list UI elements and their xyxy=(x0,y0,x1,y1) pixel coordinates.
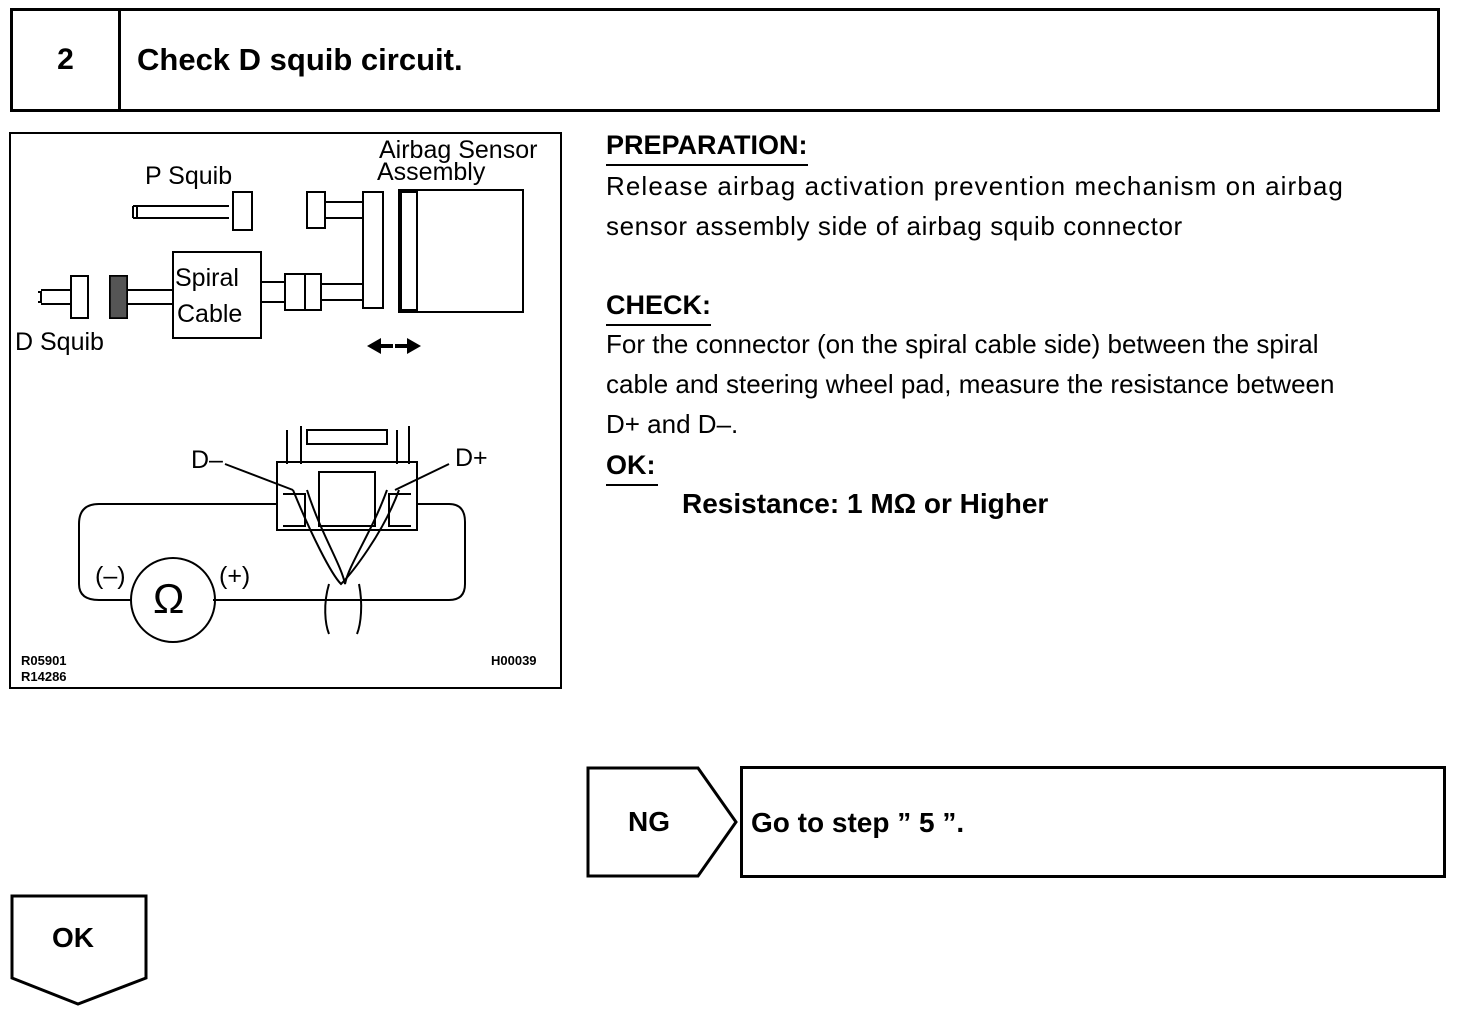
ok-down-arrow-icon xyxy=(10,894,148,1006)
plus-terminal-label: (+) xyxy=(219,562,251,590)
ng-arrow-icon xyxy=(586,766,738,878)
preparation-line-1: Release airbag activation prevention mec… xyxy=(606,171,1344,201)
ok-arrow-box: OK xyxy=(10,894,148,1006)
figure-code-2: R14286 xyxy=(21,669,67,684)
ng-arrow-box: NG xyxy=(586,766,740,878)
check-line-3: D+ and D–. xyxy=(606,409,739,439)
check-line-1: For the connector (on the spiral cable s… xyxy=(606,329,1319,359)
figure-code-1: R05901 xyxy=(21,653,67,668)
circuit-figure: Airbag Sensor Assembly P Squib Spiral Ca… xyxy=(9,132,562,689)
assembly-label: Assembly xyxy=(377,158,486,186)
figure-code-3: H00039 xyxy=(491,653,537,668)
ng-result-box: Go to step ” 5 ”. xyxy=(740,766,1446,878)
check-heading: CHECK: xyxy=(606,292,711,326)
d-plus-label: D+ xyxy=(455,444,488,472)
ohm-icon: Ω xyxy=(153,575,185,622)
connector-diagram xyxy=(38,189,524,643)
p-squib-label: P Squib xyxy=(145,162,233,190)
ok-heading: OK: xyxy=(606,452,658,486)
ng-result-text: Go to step ” 5 ”. xyxy=(751,807,965,838)
airbag-sensor-label: Airbag Sensor xyxy=(379,136,538,164)
step-header: 2 Check D squib circuit. xyxy=(10,8,1440,112)
preparation-heading: PREPARATION: xyxy=(606,132,808,166)
preparation-line-2: sensor assembly side of airbag squib con… xyxy=(606,211,1183,241)
step-title: Check D squib circuit. xyxy=(137,42,463,77)
ng-label: NG xyxy=(628,806,670,837)
check-line-2: cable and steering wheel pad, measure th… xyxy=(606,369,1335,399)
d-squib-label: D Squib xyxy=(15,328,104,356)
minus-terminal-label: (–) xyxy=(95,562,126,590)
cable-label: Cable xyxy=(177,300,243,328)
ok-branch-label: OK xyxy=(52,922,94,953)
step-number: 2 xyxy=(13,11,121,109)
d-minus-label: D– xyxy=(191,446,223,474)
spiral-label: Spiral xyxy=(175,264,239,292)
ok-spec: Resistance: 1 MΩ or Higher xyxy=(682,488,1049,519)
